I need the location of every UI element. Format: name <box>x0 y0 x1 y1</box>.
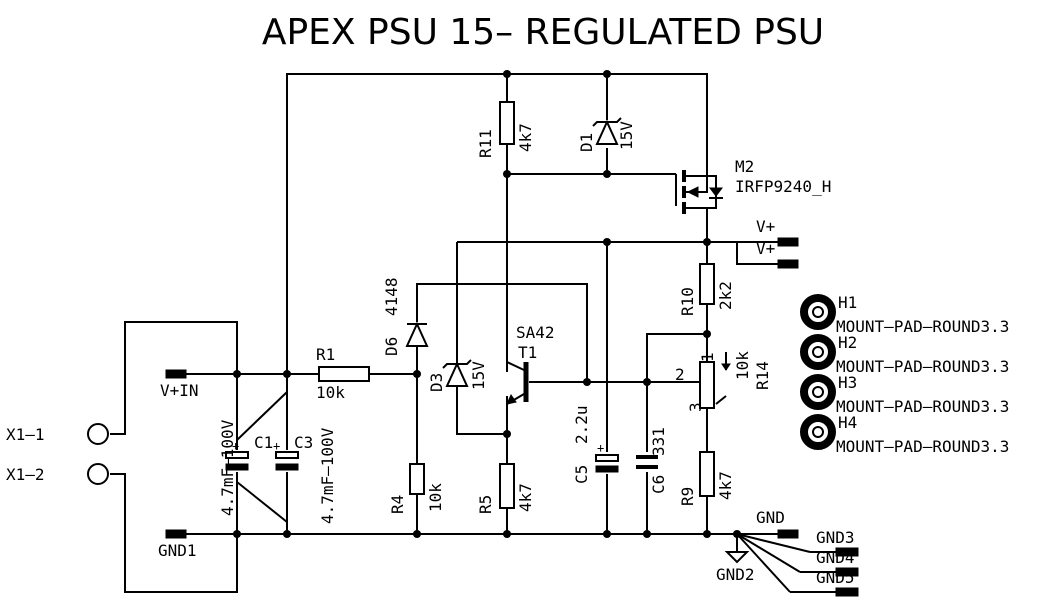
svg-text:10k: 10k <box>426 483 445 512</box>
potentiometer-r14: 2 1 3 10k R14 <box>675 351 772 412</box>
svg-text:X1–1: X1–1 <box>6 425 45 444</box>
mounting-hole-h4: H4 MOUNT–PAD–ROUND3.3 <box>800 413 1009 456</box>
zener-d1: D1 15V <box>577 117 636 152</box>
svg-text:V+: V+ <box>756 217 775 236</box>
net-gnd3: GND3 <box>816 528 859 557</box>
svg-text:15V: 15V <box>469 361 488 390</box>
svg-text:SA42: SA42 <box>516 323 555 342</box>
capacitor-c3: + C3 4.7mF–100V <box>273 427 337 524</box>
svg-text:4k7: 4k7 <box>716 471 735 500</box>
svg-text:10k: 10k <box>733 351 752 380</box>
svg-text:15V: 15V <box>617 121 636 150</box>
svg-text:R11: R11 <box>476 129 495 158</box>
svg-text:M2: M2 <box>735 157 754 176</box>
svg-text:4148: 4148 <box>382 277 401 316</box>
svg-text:R4: R4 <box>388 495 407 514</box>
svg-text:GND3: GND3 <box>816 528 855 547</box>
svg-text:MOUNT–PAD–ROUND3.3: MOUNT–PAD–ROUND3.3 <box>836 397 1009 416</box>
svg-text:+: + <box>273 439 280 453</box>
net-gnd5: GND5 <box>816 568 859 597</box>
svg-text:2: 2 <box>675 365 685 384</box>
svg-text:V+IN: V+IN <box>160 381 199 400</box>
svg-text:X1–2: X1–2 <box>6 465 45 484</box>
svg-text:+: + <box>232 439 239 453</box>
mounting-hole-h1: H1 MOUNT–PAD–ROUND3.3 <box>800 293 1009 336</box>
net-gnd1: GND1 <box>158 529 197 560</box>
resistor-r11: R11 4k7 <box>476 101 535 158</box>
svg-text:D1: D1 <box>577 133 596 152</box>
svg-text:H1: H1 <box>838 293 857 312</box>
svg-text:V+: V+ <box>756 239 775 258</box>
net-vplus-a: V+ <box>756 217 799 247</box>
resistor-r9: R9 4k7 <box>678 451 735 506</box>
svg-text:C3: C3 <box>294 433 313 452</box>
svg-text:4.7mF–100V: 4.7mF–100V <box>318 427 337 524</box>
svg-text:MOUNT–PAD–ROUND3.3: MOUNT–PAD–ROUND3.3 <box>836 357 1009 376</box>
svg-text:R10: R10 <box>678 287 697 316</box>
svg-text:GND4: GND4 <box>816 548 855 567</box>
net-gnd: GND <box>756 508 799 539</box>
junction-dots <box>233 70 741 538</box>
svg-text:3: 3 <box>686 402 705 412</box>
svg-text:D6: D6 <box>382 337 401 356</box>
svg-text:C6: C6 <box>649 475 668 494</box>
svg-text:2k2: 2k2 <box>716 281 735 310</box>
resistor-r1: R1 10k <box>316 345 370 402</box>
svg-text:331: 331 <box>649 427 668 456</box>
svg-text:MOUNT–PAD–ROUND3.3: MOUNT–PAD–ROUND3.3 <box>836 437 1009 456</box>
svg-text:D3: D3 <box>427 373 446 392</box>
svg-text:GND: GND <box>756 508 785 527</box>
svg-text:C1: C1 <box>254 433 273 452</box>
mounting-hole-h2: H2 MOUNT–PAD–ROUND3.3 <box>800 333 1009 376</box>
connector-x1-1: X1–1 <box>6 423 109 445</box>
svg-text:4k7: 4k7 <box>516 483 535 512</box>
transistor-t1: SA42 T1 <box>506 323 555 405</box>
net-vplus-b: V+ <box>756 239 799 269</box>
zener-d3: D3 15V <box>427 359 488 392</box>
net-gnd4: GND4 <box>816 548 859 577</box>
mounting-hole-h3: H3 MOUNT–PAD–ROUND3.3 <box>800 373 1009 416</box>
net-gnd2: GND2 <box>716 551 755 584</box>
svg-text:R14: R14 <box>753 361 772 390</box>
svg-text:T1: T1 <box>518 343 537 362</box>
svg-text:GND2: GND2 <box>716 565 755 584</box>
diode-d6: D6 4148 <box>382 277 429 356</box>
svg-text:GND5: GND5 <box>816 568 855 587</box>
svg-text:H2: H2 <box>838 333 857 352</box>
svg-text:H4: H4 <box>838 413 857 432</box>
svg-text:R9: R9 <box>678 487 697 506</box>
capacitor-c1: + C1 4.7mF–100V <box>218 419 273 516</box>
svg-text:IRFP9240_H: IRFP9240_H <box>735 177 831 196</box>
svg-text:R5: R5 <box>476 495 495 514</box>
svg-text:4.7mF–100V: 4.7mF–100V <box>218 419 237 516</box>
svg-text:1: 1 <box>698 352 717 362</box>
svg-text:2.2u: 2.2u <box>572 405 591 444</box>
mosfet-m2: M2 IRFP9240_H <box>675 157 831 215</box>
svg-text:GND1: GND1 <box>158 541 197 560</box>
svg-text:C5: C5 <box>572 465 591 484</box>
svg-text:+: + <box>597 441 604 455</box>
resistor-r4: R4 10k <box>388 463 445 514</box>
resistor-r10: R10 2k2 <box>678 263 735 316</box>
net-vin: V+IN <box>160 369 199 400</box>
svg-text:R1: R1 <box>316 345 335 364</box>
svg-text:H3: H3 <box>838 373 857 392</box>
capacitor-c6: C6 331 <box>636 427 668 494</box>
svg-text:4k7: 4k7 <box>516 123 535 152</box>
connector-x1-2: X1–2 <box>6 463 109 485</box>
resistor-r5: R5 4k7 <box>476 463 535 514</box>
schematic-title: APEX PSU 15– REGULATED PSU <box>262 12 824 53</box>
capacitor-c5: + C5 2.2u <box>572 405 619 484</box>
svg-text:MOUNT–PAD–ROUND3.3: MOUNT–PAD–ROUND3.3 <box>836 317 1009 336</box>
svg-text:10k: 10k <box>316 383 345 402</box>
